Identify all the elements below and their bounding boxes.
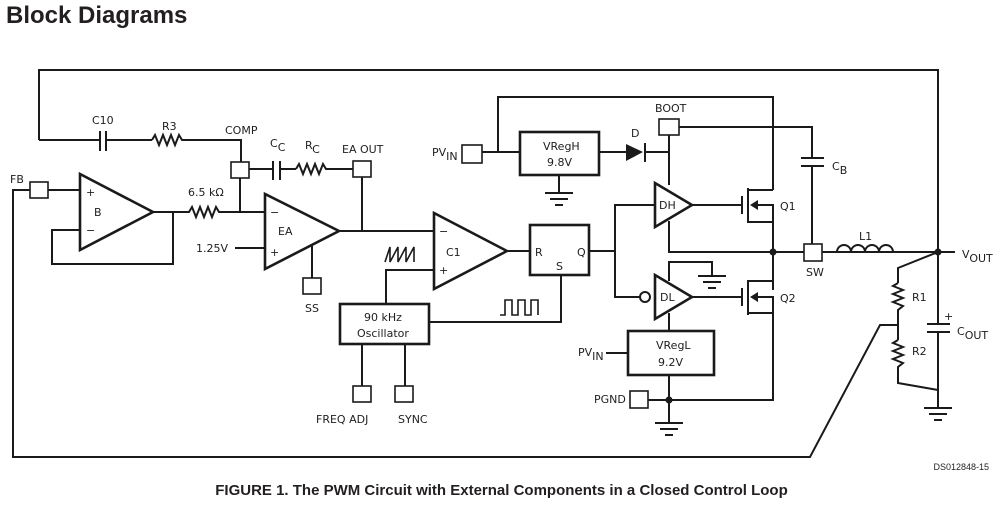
inverting-bubble [639, 291, 651, 303]
oscillator-block: 90 kHz Oscillator [338, 302, 431, 386]
svg-text:VRegL: VRegL [656, 339, 691, 352]
sw-pin [803, 243, 823, 262]
svg-text:9.2V: 9.2V [658, 356, 683, 369]
sync-pin [394, 385, 414, 403]
svg-text:+: + [270, 246, 279, 259]
mosfet-q1: Q1 [741, 188, 796, 290]
svg-text:Q: Q [577, 246, 586, 259]
feedback-divider-r1-r2: R1 R2 [890, 251, 939, 391]
comp-label: COMP [225, 124, 258, 137]
svg-text:R: R [535, 246, 543, 259]
document-id: DS012848-15 [933, 462, 989, 472]
r3-label: R3 [162, 120, 177, 133]
cout-label: COUT [957, 325, 988, 342]
resistor-rc: RC [295, 139, 353, 177]
ss-pin [302, 277, 322, 295]
sawtooth-waveform-icon [384, 246, 415, 263]
svg-text:−: − [439, 225, 448, 238]
svg-text:+: + [944, 310, 953, 323]
section-heading: Block Diagrams [6, 2, 188, 29]
cb-label: CB [832, 160, 847, 177]
svg-text:9.8V: 9.8V [547, 156, 572, 169]
rc-label: RC [305, 139, 320, 156]
cc-label: CC [270, 137, 286, 154]
svg-text:L1: L1 [859, 230, 872, 243]
svg-text:+: + [439, 264, 448, 277]
res-6k5-label: 6.5 kΩ [188, 186, 224, 199]
boot-label: BOOT [655, 102, 687, 115]
pgnd-pin [629, 390, 649, 409]
pgnd-junction [665, 396, 673, 404]
ea-label: EA [278, 225, 293, 238]
osc-line2: Oscillator [357, 327, 409, 340]
sync-label: SYNC [398, 413, 428, 426]
c1-label: C1 [446, 246, 461, 259]
svg-text:S: S [556, 260, 563, 273]
vregl-regulator: VRegL 9.2V [606, 329, 716, 436]
resistor-6k5: 6.5 kΩ [173, 178, 264, 220]
svg-text:R2: R2 [912, 345, 927, 358]
vref-label: 1.25V [196, 242, 228, 255]
ea-out-label: EA OUT [342, 143, 384, 156]
capacitor-c10: C10 [92, 114, 152, 151]
osc-line1: 90 kHz [364, 311, 402, 324]
svg-text:Q2: Q2 [780, 292, 796, 305]
svg-text:−: − [270, 206, 279, 219]
pwm-comparator-c1: − + C1 [385, 210, 530, 303]
svg-text:−: − [86, 224, 95, 237]
diode-d: D [599, 127, 669, 162]
svg-text:DH: DH [659, 199, 676, 212]
figure-caption: FIGURE 1. The PWM Circuit with External … [215, 482, 788, 499]
freq-adj-label: FREQ ADJ [316, 413, 368, 426]
svg-text:VRegH: VRegH [543, 140, 580, 153]
error-amplifier-ea: − + EA 1.25V [196, 191, 434, 278]
pwm-block-diagram: C10 R3 COMP CC RC EA OUT FB + − B 6.5 kΩ [10, 69, 993, 458]
outer-loop-wire [38, 69, 939, 252]
pvin-top-pin [461, 144, 483, 164]
resistor-r3: R3 [151, 120, 242, 162]
fb-pin [29, 181, 49, 199]
low-side-driver-dl: DL [639, 261, 742, 331]
bootstrap-capacitor-cb: CB [801, 157, 847, 244]
pulse-waveform-icon [500, 299, 539, 316]
fb-label: FB [10, 173, 24, 186]
svg-text:R1: R1 [912, 291, 927, 304]
svg-text:+: + [86, 186, 95, 199]
svg-text:D: D [631, 127, 639, 140]
vout-label: VOUT [962, 248, 993, 265]
capacitor-cc: CC [249, 137, 296, 180]
pvin-top-label: PVIN [432, 146, 458, 163]
rs-latch: R Q S [429, 223, 591, 323]
boot-pin [658, 118, 680, 136]
amp-b-label: B [94, 206, 102, 219]
ss-label: SS [305, 302, 319, 315]
mosfet-q2: Q2 [669, 252, 796, 401]
c10-label: C10 [92, 114, 114, 127]
svg-text:Q1: Q1 [780, 200, 796, 213]
ea-out-pin [352, 160, 372, 178]
buffer-amplifier-b: + − B [51, 171, 174, 265]
comp-pin [230, 161, 250, 179]
pvin-bottom-label: PVIN [578, 346, 604, 363]
vregh-regulator: VRegH 9.8V [518, 130, 601, 206]
pgnd-label: PGND [594, 393, 626, 406]
freq-adj-pin [352, 385, 372, 403]
svg-text:DL: DL [660, 291, 675, 304]
inductor-l1: L1 [836, 230, 894, 253]
high-side-driver-dh: DH [653, 180, 938, 253]
output-capacitor-cout: + COUT [924, 252, 988, 421]
sw-label: SW [806, 266, 824, 279]
